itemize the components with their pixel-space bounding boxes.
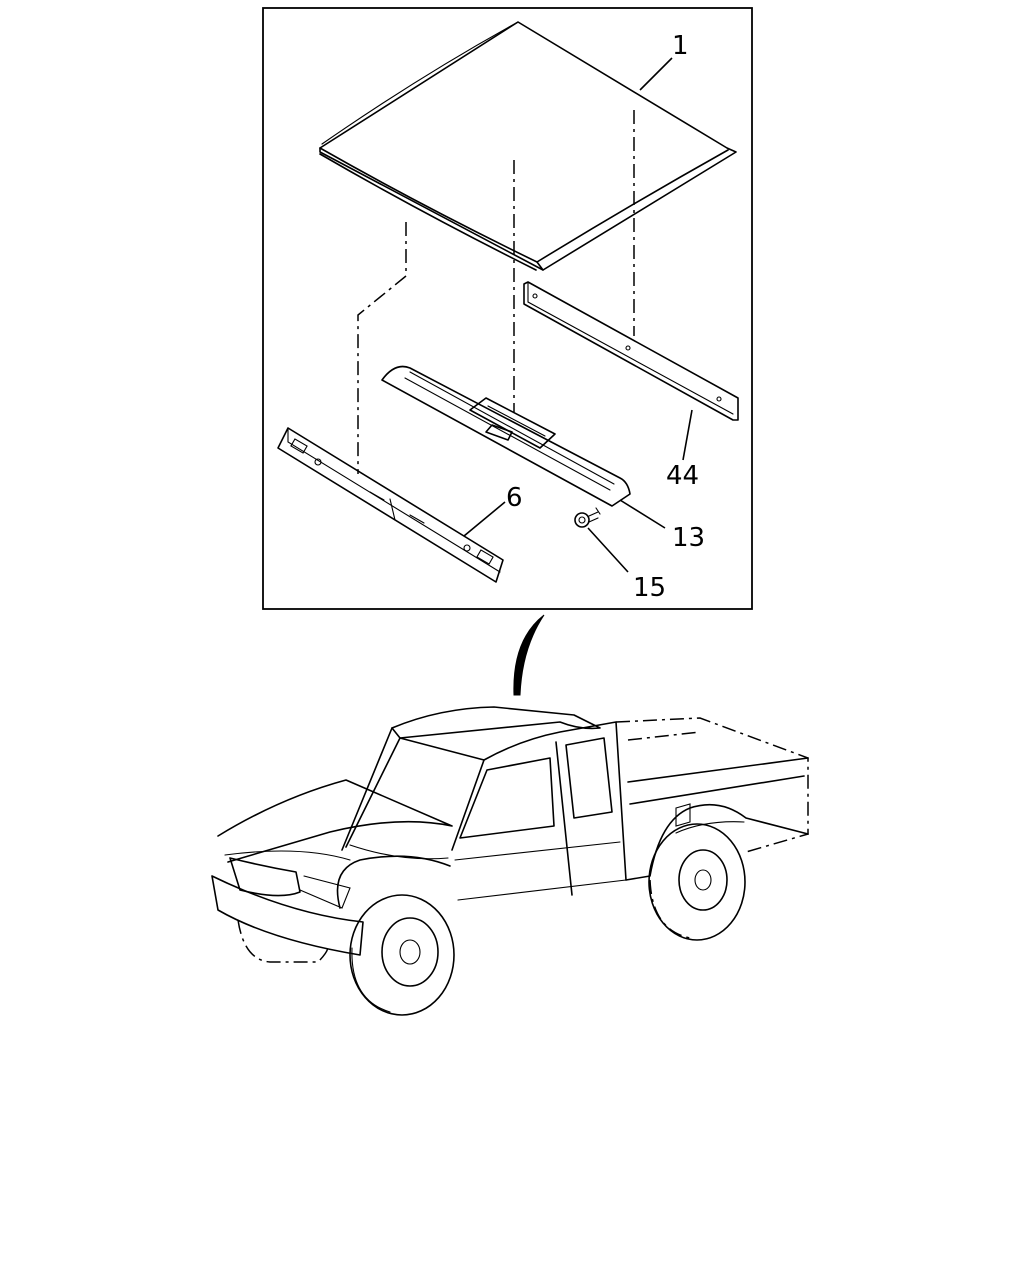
- roof-rail-front-icon: [277, 427, 504, 583]
- leader-6: [463, 501, 506, 537]
- leader-15: [587, 527, 629, 573]
- leader-13: [619, 499, 666, 529]
- callout-44: 44: [666, 461, 699, 491]
- pickup-truck-icon: [211, 706, 809, 1016]
- pointer-swoosh: [513, 614, 545, 696]
- roof-rail-rear-icon: [523, 281, 739, 421]
- clip-icon: [574, 507, 601, 528]
- roof-panel-icon: [319, 21, 737, 271]
- callout-6: 6: [506, 483, 523, 513]
- alignment-line-front: [357, 222, 407, 474]
- callout-15: 15: [633, 573, 666, 603]
- exploded-view-frame: [262, 7, 753, 610]
- roof-bow-icon: [381, 365, 631, 507]
- leader-1: [639, 57, 673, 91]
- callout-13: 13: [672, 523, 705, 553]
- callout-1: 1: [672, 31, 689, 61]
- leader-44: [682, 409, 693, 461]
